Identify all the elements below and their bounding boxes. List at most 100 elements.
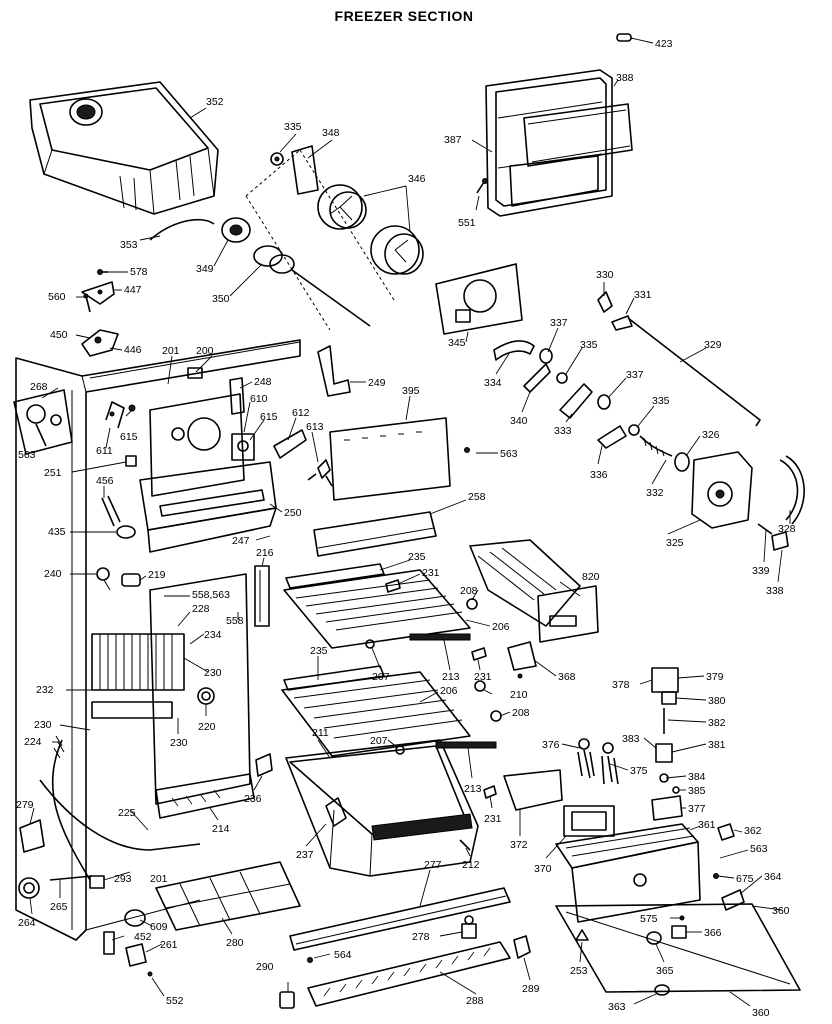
label-615-right: 615 xyxy=(260,411,278,423)
label-345: 345 xyxy=(448,337,466,349)
part-370-control xyxy=(563,805,615,837)
part-365-grommet xyxy=(646,931,662,945)
label-378: 378 xyxy=(612,679,630,691)
part-346-blade-housing-upper xyxy=(317,184,367,230)
part-277-toe-plate xyxy=(289,887,511,951)
part-201-gasket-strip xyxy=(89,341,301,379)
label-219: 219 xyxy=(148,569,166,581)
label-232: 232 xyxy=(36,684,54,696)
part-338-clip xyxy=(771,531,789,551)
label-563-mid: 563 xyxy=(500,448,518,460)
label-333: 333 xyxy=(554,425,572,437)
part-675-screw xyxy=(713,873,719,879)
part-362-clip xyxy=(717,823,735,841)
part-376-wire-harness xyxy=(577,738,595,779)
part-368-bracket xyxy=(507,641,537,679)
part-563-screw-mid xyxy=(464,447,470,453)
part-214-panel-bottom xyxy=(155,773,255,819)
part-345-motor-plate xyxy=(435,263,523,335)
label-234: 234 xyxy=(204,629,222,641)
label-207-upper: 207 xyxy=(372,671,390,683)
part-279-clip xyxy=(19,819,45,853)
label-376: 376 xyxy=(542,739,560,751)
label-230-upper: 230 xyxy=(204,667,222,679)
label-375: 375 xyxy=(630,765,648,777)
part-289-clip xyxy=(513,935,531,959)
label-289: 289 xyxy=(522,983,540,995)
label-200: 200 xyxy=(196,345,214,357)
label-331: 331 xyxy=(634,289,652,301)
part-200-bracket xyxy=(187,367,203,379)
label-352: 352 xyxy=(206,96,224,108)
part-387-door-frame xyxy=(485,69,613,217)
part-551-screw xyxy=(476,178,488,194)
part-268-light-assembly xyxy=(13,389,73,455)
part-340-arm xyxy=(523,363,551,393)
part-249-hinge xyxy=(317,345,351,397)
part-212-handle-strip xyxy=(459,839,471,851)
label-349: 349 xyxy=(196,263,214,275)
label-231-mid: 231 xyxy=(474,671,492,683)
part-224-tubing xyxy=(51,735,91,881)
label-385: 385 xyxy=(688,785,706,797)
label-552: 552 xyxy=(166,995,184,1007)
part-609-roller xyxy=(124,909,146,927)
label-380: 380 xyxy=(708,695,726,707)
part-388-door-panel xyxy=(523,103,633,167)
part-258-baffle xyxy=(313,511,437,557)
part-395-cover xyxy=(329,417,451,501)
part-332-spring xyxy=(639,435,673,457)
part-379-switch xyxy=(651,667,679,693)
part-361-machine-compartment xyxy=(555,823,701,923)
label-383: 383 xyxy=(622,733,640,745)
part-293-bracket xyxy=(89,875,105,889)
label-382: 382 xyxy=(708,717,726,729)
label-293: 293 xyxy=(114,873,132,885)
label-230-left: 230 xyxy=(34,719,52,731)
leader-lines xyxy=(29,37,791,1007)
part-350-auger xyxy=(253,245,371,327)
label-339: 339 xyxy=(752,565,770,577)
assembly-dashed-outline xyxy=(245,149,395,331)
part-331-link xyxy=(611,315,633,331)
label-235-upper: 235 xyxy=(408,551,426,563)
label-335-right: 335 xyxy=(652,395,670,407)
part-225-tubing xyxy=(39,779,201,851)
label-230-lower: 230 xyxy=(170,737,188,749)
label-363: 363 xyxy=(608,1001,626,1013)
part-228-evaporator-panel xyxy=(149,573,251,805)
label-261: 261 xyxy=(160,939,178,951)
label-216: 216 xyxy=(256,547,274,559)
part-615-screw xyxy=(128,404,136,412)
part-261-roller-bracket xyxy=(125,943,147,967)
part-337-bushing xyxy=(539,348,611,410)
part-211-freezer-basket xyxy=(285,739,479,877)
label-361: 361 xyxy=(698,819,716,831)
part-326-bearing xyxy=(674,452,690,472)
label-231-upper: 231 xyxy=(422,567,440,579)
part-232-evaporator xyxy=(91,633,185,719)
part-213-shelf-front-lower xyxy=(435,741,497,749)
label-335-mid: 335 xyxy=(580,339,598,351)
label-609: 609 xyxy=(150,921,168,933)
label-264: 264 xyxy=(18,917,36,929)
label-334: 334 xyxy=(484,377,502,389)
label-381: 381 xyxy=(708,739,726,751)
label-350: 350 xyxy=(212,293,230,305)
part-236-clip xyxy=(255,753,273,777)
label-210: 210 xyxy=(510,689,528,701)
label-563-left: 563 xyxy=(18,449,36,461)
label-377: 377 xyxy=(688,803,706,815)
part-610-thermostat xyxy=(231,433,255,461)
label-615-left: 615 xyxy=(120,431,138,443)
label-235-lower: 235 xyxy=(310,645,328,657)
label-247: 247 xyxy=(232,535,250,547)
label-206-upper: 206 xyxy=(492,621,510,633)
label-364: 364 xyxy=(764,871,782,883)
label-332: 332 xyxy=(646,487,664,499)
label-370: 370 xyxy=(534,863,552,875)
label-612: 612 xyxy=(292,407,310,419)
label-446: 446 xyxy=(124,344,142,356)
page-title: FREEZER SECTION xyxy=(334,8,474,24)
